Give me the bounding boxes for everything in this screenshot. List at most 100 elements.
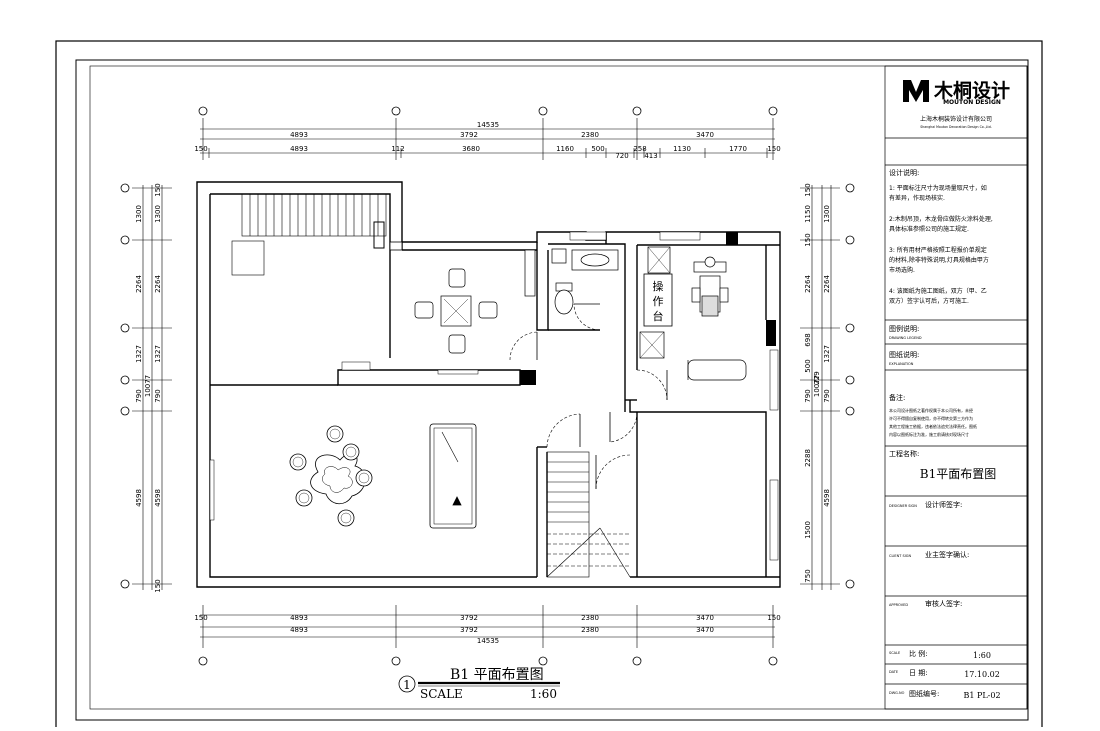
dim-bot-2: 4893: [290, 614, 308, 622]
designer-sign-en: DESIGNER SIGN: [889, 504, 917, 508]
dim-bot-4: 2380: [581, 614, 599, 622]
dim-top2-11: 1770: [729, 145, 747, 153]
dim-top-4: 3470: [696, 131, 714, 139]
drawing-scale-value: 1:60: [530, 687, 557, 701]
dim-top-3: 2380: [581, 131, 599, 139]
dim-top2-2: 4893: [290, 145, 308, 153]
dim-left-in-3: 1327: [154, 345, 162, 363]
structural-columns: [389, 232, 776, 385]
dim-top2-10: 1130: [673, 145, 691, 153]
dim-right-11: 2288: [804, 449, 812, 467]
drawing-no-en: DWG.NO: [889, 691, 905, 695]
windows: [209, 231, 779, 561]
dim-left-4: 790: [135, 389, 143, 402]
dim-left-top: 150: [154, 183, 162, 196]
dim-top-1: 4893: [290, 131, 308, 139]
explanation-title: 图纸说明:: [889, 350, 919, 359]
dim-left-in-2: 2264: [154, 275, 162, 293]
tea-table-set: [289, 425, 373, 527]
axis-bubbles: [120, 106, 855, 666]
client-sign-label: 业主签字确认:: [925, 550, 969, 559]
logo-mark-icon: [903, 80, 929, 102]
drawing-scale-label: SCALE: [420, 687, 463, 701]
dimension-lines: [132, 118, 840, 648]
drawing-frame: [89, 65, 1028, 710]
dim-left-2: 2264: [135, 275, 143, 293]
pool-table: [429, 423, 477, 529]
dim-right-8: 229: [813, 371, 821, 384]
dim-bot-3: 3792: [460, 614, 478, 622]
design-notes-title: 设计说明:: [889, 168, 919, 177]
dim-top2-7: 720: [615, 152, 628, 160]
dim-right-top2: 150: [804, 233, 812, 246]
dim-left-in-5: 4598: [154, 489, 162, 507]
dim-top2-1: 150: [194, 145, 207, 153]
drawing-title-block: 1 B1 平面布置图 SCALE 1:60: [398, 667, 560, 701]
remark-line: 许可不得擅自复制使用，亦不得转交第三方作为: [889, 415, 973, 421]
design-notes: 设计说明: 1: 平面标注尺寸为现场量取尺寸，如 有差异，作现场核实. 2:木制…: [889, 168, 993, 305]
dim-bot2-4: 3470: [696, 626, 714, 634]
scale-en: SCALE: [889, 651, 900, 655]
dim-top2-3: 112: [391, 145, 404, 153]
dim-top2-8: 258: [633, 145, 646, 153]
dimension-texts-vertical: 1300 2264 1327 790 4598 1300 2264 1327 7…: [135, 183, 831, 592]
dim-right-top: 150: [804, 183, 812, 196]
dim-right-total: 10077: [813, 375, 821, 397]
legend-subtitle: DRAWING LEGEND: [889, 336, 922, 340]
design-note-line: 2:木制吊顶，木龙骨应做防火涂料处理,: [889, 215, 993, 223]
company-name: 上海木桐装饰设计有限公司: [920, 115, 992, 123]
dim-top2-12: 150: [767, 145, 780, 153]
drawing-number-bubble: [398, 675, 416, 693]
operation-counter: 操 作 台: [643, 273, 673, 327]
dim-right-6: 1327: [823, 345, 831, 363]
dining-table-set: [414, 268, 498, 354]
dim-bot2-1: 4893: [290, 626, 308, 634]
dim-right-5: 698: [804, 333, 812, 346]
lower-staircase: [546, 451, 631, 578]
dim-right-10: 790: [823, 389, 831, 402]
dim-top-2: 3792: [460, 131, 478, 139]
dim-bot2-2: 3792: [460, 626, 478, 634]
design-note-line: 的材料,除非特殊说明,灯具规格由甲方: [889, 256, 989, 264]
dim-left-5: 4598: [135, 489, 143, 507]
logo-chinese: 木桐设计: [933, 79, 1010, 102]
design-note-line: 具体标准参照公司的施工规定.: [889, 225, 969, 233]
dim-right-12: 4598: [823, 489, 831, 507]
dim-left-total: 10077: [144, 375, 152, 397]
drawing-no-value: B1 PL-02: [963, 691, 1000, 700]
approve-sign-label: 审核人签字:: [925, 599, 962, 608]
design-note-line: 1: 平面标注尺寸为现场量取尺寸，如: [889, 184, 987, 192]
remark-line: 本公司设计图纸之著作权属于本公司所有，未经: [889, 407, 973, 413]
dim-right-9: 790: [804, 389, 812, 402]
door-leaves: [536, 303, 668, 489]
legend-title: 图例说明:: [889, 324, 919, 333]
design-note-line: 3: 所有用材严格按照工程报价单规定: [889, 246, 987, 254]
bathroom-fixtures: [524, 246, 671, 359]
dim-bot-6: 150: [767, 614, 780, 622]
dim-bot2-3: 2380: [581, 626, 599, 634]
dim-left-3: 1327: [135, 345, 143, 363]
scale-label: 比 例:: [909, 649, 928, 658]
dim-left-1: 1300: [135, 205, 143, 223]
upper-staircase: [231, 193, 387, 276]
dim-bot-1: 150: [194, 614, 207, 622]
remarks-section: 备注: 本公司设计图纸之著作权属于本公司所有，未经 许可不得擅自复制使用，亦不得…: [889, 393, 977, 437]
counter-label-2: 作: [653, 295, 664, 308]
project-section: 工程名称: B1平面布置图: [889, 449, 996, 481]
walls: [196, 181, 781, 588]
remark-line: 内容以图纸标注为准，施工前请核对现场尺寸: [889, 431, 969, 437]
dim-top2-4: 3680: [462, 145, 480, 153]
inner-border: [75, 59, 1029, 721]
counter-label-3: 台: [653, 309, 664, 323]
designer-sign-label: 设计师签字:: [925, 500, 962, 509]
dim-right-14: 750: [804, 569, 812, 582]
signature-section: DESIGNER SIGN 设计师签字: CLIENT SIGN 业主签字确认:…: [889, 500, 969, 608]
approve-sign-en: APPROVED: [889, 603, 908, 607]
project-name: B1平面布置图: [920, 467, 996, 481]
drawing-info-section: SCALE 比 例: 1:60 DATE 日 期: 17.10.02 DWG.N…: [889, 649, 1001, 700]
explanation-subtitle: EXPLANATION: [889, 362, 914, 366]
dim-left-in-4: 790: [154, 389, 162, 402]
legend-section: 图例说明: DRAWING LEGEND 图纸说明: EXPLANATION: [889, 324, 922, 366]
